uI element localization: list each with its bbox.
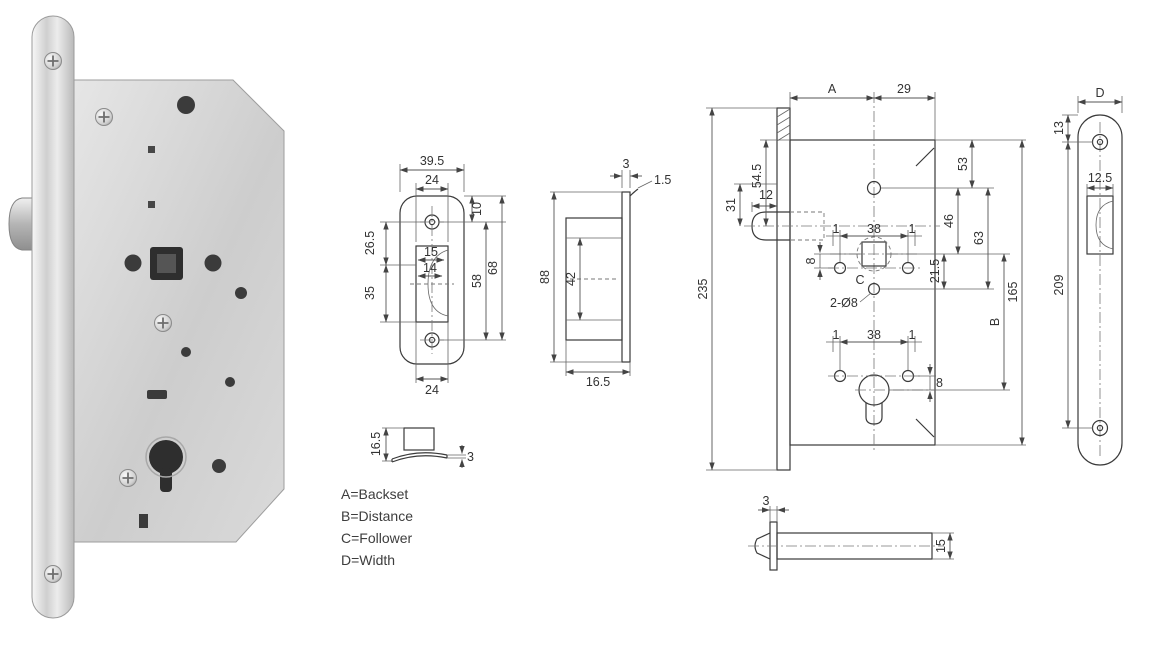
dim-63: 63 [972,231,986,245]
strike-plate-outline [399,195,465,365]
body-upper-hole [866,180,882,196]
dim-strike-side-3: 3 [623,157,630,171]
faceplate-latch-opening [1086,195,1114,255]
dim-strike-15: 15 [424,245,438,259]
dim-1-bottom-right: 1 [909,328,916,342]
section-hatch [776,108,791,142]
legend: A=Backset B=Distance C=Follower D=Width [341,486,413,568]
note-2-holes-dia8: 2-Ø8 [830,296,858,310]
photo-cylinder-hole [145,436,187,492]
dim-38-top: 38 [867,222,881,236]
dim-distance-B: B [988,318,1002,326]
dim-strike-14: 14 [423,261,437,275]
dust-box-sheet [391,452,448,463]
dim-209: 209 [1052,275,1066,296]
dim-dust-box-3: 3 [467,450,474,464]
case-chamfers [915,147,935,438]
strike-side-lip [629,188,639,197]
dim-strike-side-1-5: 1.5 [654,173,671,187]
dust-box-cup [403,427,435,451]
photo-hole [181,347,191,357]
dim-12-5: 12.5 [1088,171,1112,185]
dim-strike-side-88: 88 [538,270,552,284]
dim-strike-side-16-5: 16.5 [586,375,610,389]
dim-8-bottom: 8 [936,376,943,390]
body-cylinder-keyway [865,403,883,425]
dim-12: 12 [759,188,773,202]
dim-strike-bottom-width: 24 [425,383,439,397]
legend-width: D=Width [341,552,395,568]
photo-screw-top [43,51,63,71]
dim-strike-58: 58 [470,274,484,288]
photo-hole [225,377,235,387]
latch-bolt-side-view: 3 15 [748,494,954,571]
legend-backset: A=Backset [341,486,408,502]
photo-screw-body-3 [118,468,138,488]
dim-165: 165 [1006,282,1020,303]
photo-square-hole [148,201,155,208]
dim-8-left: 8 [804,257,818,264]
dim-backset-A: A [828,82,837,96]
dim-46: 46 [942,214,956,228]
photo-screw-bottom [43,564,63,584]
dim-21-5: 21.5 [928,259,942,283]
dim-29: 29 [897,82,911,96]
faceplate-front-view: D 13 209 12.5 [1052,86,1123,466]
product-photo [8,15,285,619]
photo-square-hole [148,146,155,153]
legend-follower: C=Follower [341,530,413,546]
follower-mark-C: C [855,273,864,287]
dim-strike-68: 68 [486,261,500,275]
lock-body-drawing: A 29 235 54.5 31 12 8 1 38 1 2-Ø8 C 1 38… [696,82,1026,471]
dim-strike-side-42: 42 [564,272,578,286]
body-faceplate-edge [776,107,791,471]
faceplate-outline [1077,114,1123,466]
dim-1-bottom-left: 1 [833,328,840,342]
photo-screw-body-1 [94,107,114,127]
dim-31: 31 [724,198,738,212]
strike-plate-front-view: 39.5 24 26.5 35 15 14 10 58 68 24 [363,154,506,397]
dim-38-bottom: 38 [867,328,881,342]
dim-54-5: 54.5 [750,164,764,188]
photo-latch-bolt [8,197,37,251]
photo-hole [212,459,226,473]
photo-screw-body-2 [153,313,173,333]
photo-follower-insert [157,254,176,273]
photo-hole [177,96,195,114]
dim-strike-inner-width-top: 24 [425,173,439,187]
strike-side-flange [621,191,631,363]
body-case [789,139,936,446]
strike-side-box [565,217,623,341]
dim-latch-plate-3: 3 [763,494,770,508]
dim-1-top-right: 1 [909,222,916,236]
dim-dust-box-16-5: 16.5 [369,432,383,456]
photo-hole [204,254,222,272]
body-lower-hole [867,282,881,296]
photo-faceplate [31,15,75,619]
dim-53: 53 [956,157,970,171]
legend-distance: B=Distance [341,508,413,524]
dim-13: 13 [1052,121,1066,135]
dim-strike-35: 35 [363,286,377,300]
dim-235: 235 [696,279,710,300]
photo-slot [147,390,167,399]
dim-strike-10: 10 [470,202,484,216]
strike-plate-side-view: 3 1.5 88 42 16.5 [538,157,671,389]
photo-notch [139,514,148,528]
dust-box-view: 16.5 3 [369,427,474,468]
dim-strike-26-5: 26.5 [363,231,377,255]
dim-width-D: D [1095,86,1104,100]
dim-strike-outer-width: 39.5 [420,154,444,168]
dim-latch-15: 15 [934,539,948,553]
photo-hole [235,287,247,299]
photo-hole [124,254,142,272]
dim-1-top-left: 1 [833,222,840,236]
